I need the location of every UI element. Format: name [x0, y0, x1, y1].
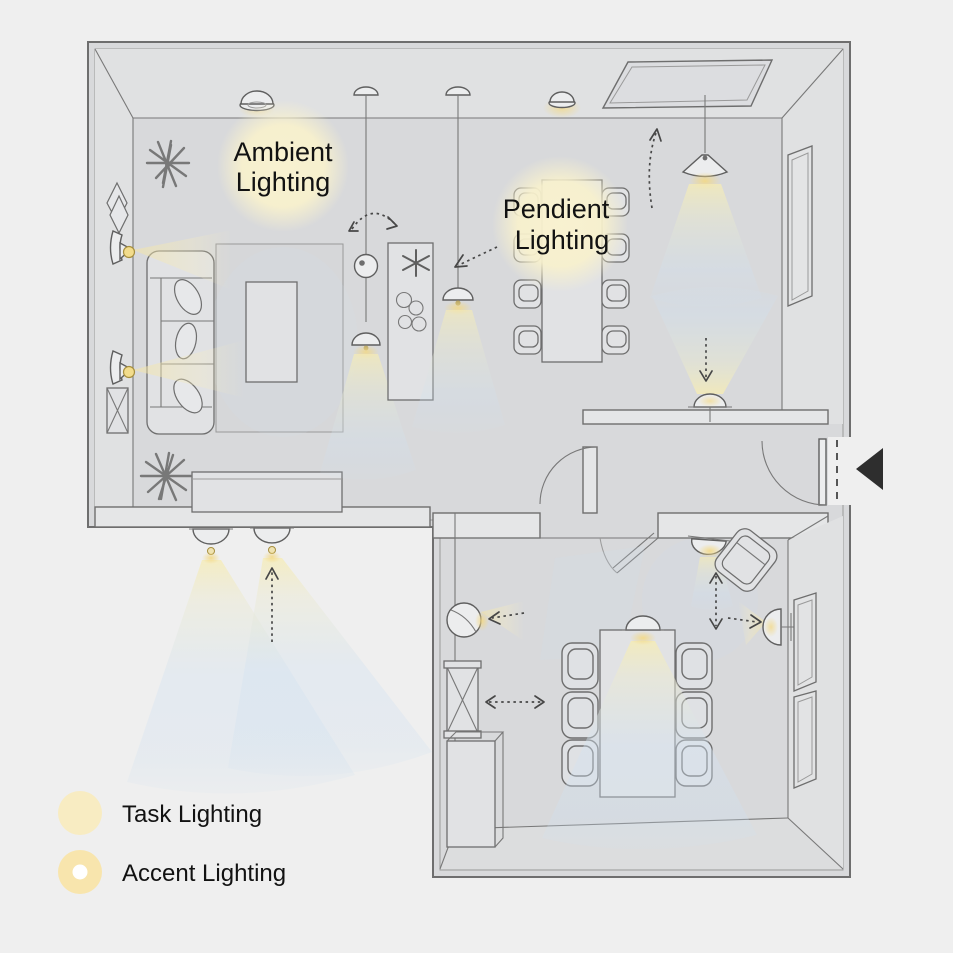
- direction-arrow-to-right-sconce: [727, 614, 762, 629]
- task-lighting-swatch: [58, 791, 102, 835]
- dome-pendant-light: [351, 332, 381, 346]
- double-arrow-horizontal: [485, 695, 545, 709]
- wall-panels-right: [793, 592, 817, 789]
- downlight-2: [228, 527, 432, 777]
- hallway-left-wall: [582, 446, 598, 514]
- legend: Task Lighting Accent Lighting: [58, 791, 286, 894]
- living-room: [106, 139, 358, 513]
- doors-and-entry: [539, 437, 883, 574]
- double-arrow-vertical: [709, 572, 723, 630]
- hallway-top-wall: [582, 409, 829, 425]
- annotation-arrows: [265, 128, 762, 709]
- sconce-beam: [133, 340, 245, 398]
- swing-arrow: [348, 212, 398, 232]
- direction-arrow-to-pendant: [454, 246, 498, 268]
- pillow: [173, 279, 203, 315]
- accent-lighting-label: Accent Lighting: [122, 860, 286, 887]
- entry-door-leaf: [818, 438, 827, 506]
- globe-pendant-light: [353, 253, 379, 279]
- dome-pendant-light-2: [412, 287, 505, 434]
- ambient-glow-circle: [217, 100, 349, 232]
- table-dome-light: [542, 615, 757, 850]
- wall-sconce-right: [738, 601, 798, 646]
- lower-dining-room: [443, 528, 817, 850]
- accent-lighting-swatch-center: [72, 864, 88, 880]
- table-light-beam: [542, 641, 757, 850]
- pendant-label-line1: Pendient: [503, 194, 610, 224]
- pendant-chain-2: [445, 86, 471, 288]
- ceiling-canopy: [353, 86, 379, 96]
- left-wall-face: [95, 49, 133, 507]
- skylight-panel: [601, 59, 774, 109]
- ceiling-canopy: [445, 86, 471, 96]
- downlight-beam: [228, 558, 432, 777]
- cabinet-x: [443, 660, 482, 739]
- sofa: [146, 250, 215, 435]
- uplight-hallway-wall: [652, 287, 778, 422]
- pendant-beam: [650, 184, 762, 307]
- pendant-chain-1: [320, 86, 416, 480]
- entry-opening: [828, 437, 851, 505]
- pendant-glow-circle: [492, 156, 628, 292]
- lower-top-wall-a: [432, 512, 541, 539]
- legend-item-task: Task Lighting: [58, 791, 262, 835]
- ambient-label-line1: Ambient: [233, 137, 333, 167]
- uplight-beam: [652, 287, 778, 394]
- task-lighting-label: Task Lighting: [122, 801, 262, 828]
- pendant-light-right: [650, 95, 762, 307]
- entry-direction-triangle: [856, 448, 883, 490]
- direction-arrow-to-left-sconce: [488, 611, 525, 625]
- lower-room-door: [599, 532, 659, 574]
- island-asterisk: [402, 249, 430, 277]
- pendant-beam: [412, 310, 505, 434]
- sideboard: [191, 471, 343, 513]
- coffee-table: [245, 281, 298, 383]
- wall-sconce-2: [109, 340, 245, 398]
- hall-door-arc: [539, 446, 598, 505]
- direction-arrow-down-uplight: [699, 338, 713, 382]
- sconce-beam: [481, 601, 524, 641]
- starburst-plant-bottom: [139, 451, 193, 502]
- wall-sconce-1: [109, 230, 232, 290]
- armchair: [714, 528, 778, 592]
- ambient-label-line2: Lighting: [236, 167, 331, 197]
- wall-art-x-frame: [106, 387, 129, 434]
- pendant-label-line2: Lighting: [515, 225, 610, 255]
- direction-arrow-up-right: [648, 128, 662, 209]
- pendant-beam: [320, 354, 416, 480]
- console: [446, 731, 505, 848]
- legend-item-accent: Accent Lighting: [58, 850, 286, 894]
- direction-arrow-up-downlight: [265, 567, 279, 642]
- starburst-plant-top: [145, 139, 191, 189]
- wall-panel-upper-right: [787, 145, 813, 307]
- kitchen-island: [387, 242, 434, 401]
- ceiling-dome-light-2: [543, 91, 581, 118]
- sconce-beam: [738, 601, 766, 645]
- sconce-beam: [133, 230, 232, 290]
- wall-sconce-round-left: [446, 601, 524, 641]
- entry-door-arc: [761, 440, 827, 506]
